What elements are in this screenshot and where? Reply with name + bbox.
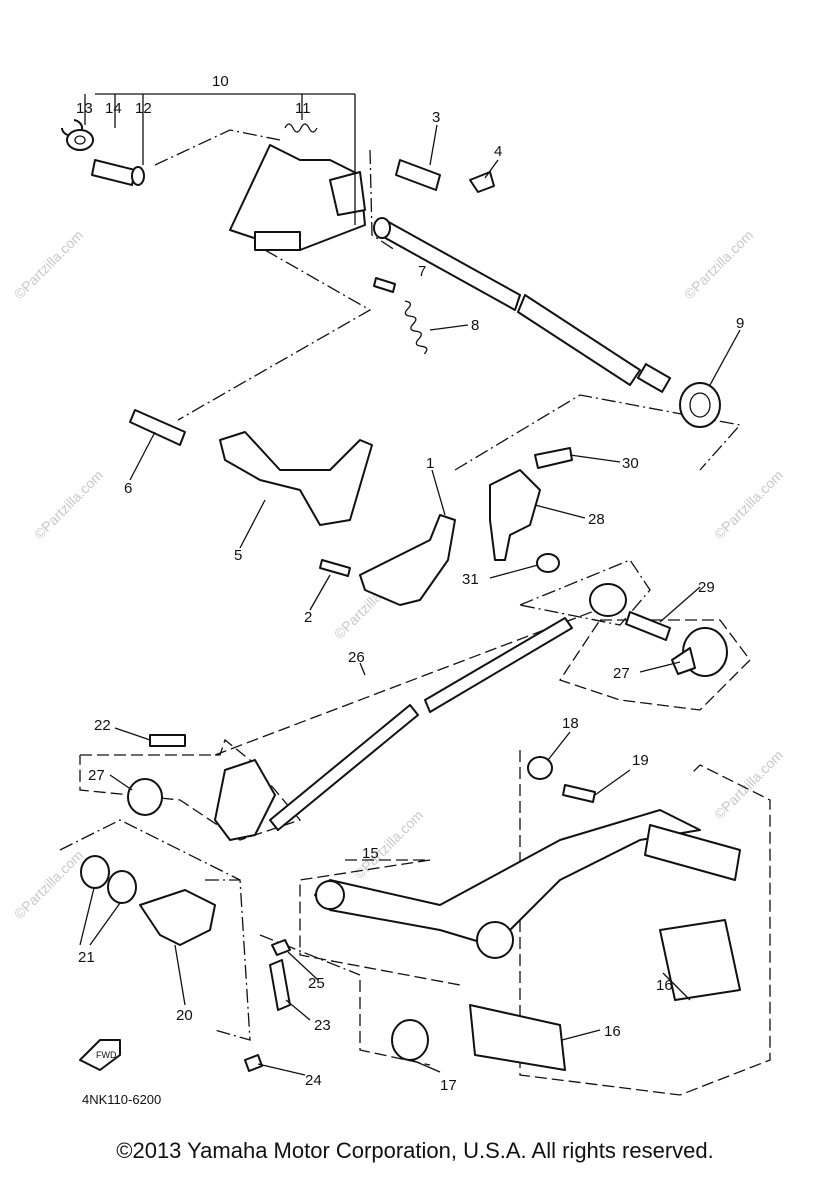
callout-15: 15 [362,845,379,862]
callout-22: 22 [94,717,111,734]
joint-27-left [127,778,163,816]
callout-23: 23 [314,1017,331,1034]
callout-3: 3 [432,109,440,126]
callout-2: 2 [304,609,312,626]
callout-16-left: 16 [604,1023,621,1040]
watermark: ©Partzilla.com [711,747,786,822]
callout-9: 9 [736,315,744,332]
part-shapes [61,119,741,1072]
callout-11: 11 [295,100,311,117]
callout-21: 21 [78,949,95,966]
callout-7: 7 [418,263,426,280]
joint-17 [391,1019,429,1061]
washer-21b [107,870,137,904]
bolt-3 [395,159,441,191]
pedal-rubber-16a [469,1004,566,1071]
spring-8 [404,300,428,355]
callout-6: 6 [124,480,132,497]
bracket-5 [219,431,373,526]
fwd-label: FWD [96,1050,117,1060]
callout-4: 4 [494,143,502,160]
callout-16-right: 16 [656,977,673,994]
callout-31: 31 [462,571,479,588]
shift-shaft-9 [379,219,521,311]
shift-pedal-15 [314,809,701,946]
oil-seal-9 [679,382,721,428]
group-outlines [59,129,771,1096]
callout-18: 18 [562,715,579,732]
fwd-arrow-icon [79,1039,121,1071]
nut-25 [271,939,291,956]
callout-5: 5 [234,547,242,564]
leader-lines [79,93,741,1076]
bolt-6 [129,409,186,446]
pin-12 [91,159,136,186]
washer-4 [469,171,495,193]
callout-14: 14 [105,100,122,117]
bolt-19 [562,784,596,803]
watermark: ©Partzilla.com [31,467,106,542]
lever-28 [489,469,541,561]
callout-29: 29 [698,579,715,596]
lever-lower [214,759,276,841]
pedal-rubber-16b [659,919,741,1001]
watermark: ©Partzilla.com [711,467,786,542]
screw-7 [373,277,396,293]
spring-11 [284,123,318,133]
callout-27-left: 27 [88,767,105,784]
callout-12: 12 [135,100,152,117]
bolt-29 [625,611,671,641]
callout-20: 20 [176,1007,193,1024]
callout-1: 1 [426,455,434,472]
parts-diagram: ©Partzilla.com ©Partzilla.com ©Partzilla… [11,73,786,1107]
bolt-23 [269,959,291,1011]
callout-13: 13 [76,100,93,117]
callout-26: 26 [348,649,365,666]
shift-rod-26 [269,704,419,831]
callout-28: 28 [588,511,605,528]
shaft-20 [139,889,216,946]
washer-21a [80,855,110,889]
callout-17: 17 [440,1077,457,1094]
callout-19: 19 [632,752,649,769]
nut-24 [244,1054,263,1072]
callout-27-right: 27 [613,665,630,682]
callout-8: 8 [471,317,479,334]
callout-24: 24 [305,1072,322,1089]
washer-18 [527,756,553,780]
callout-10: 10 [212,73,229,90]
diagram-code: 4NK110-6200 [82,1092,161,1107]
watermark: ©Partzilla.com [11,847,86,922]
copyright-footer: ©2013 Yamaha Motor Corporation, U.S.A. A… [116,1138,714,1163]
washer-14 [66,129,94,151]
callout-25: 25 [308,975,325,992]
washer-31 [536,553,560,573]
bolt-30 [534,447,573,469]
watermark: ©Partzilla.com [681,227,756,302]
screw-2 [319,559,351,577]
watermark: ©Partzilla.com [11,227,86,302]
bolt-22 [149,734,186,747]
callouts: 10 13 14 12 11 3 4 7 8 9 6 5 1 30 28 2 3… [76,73,744,1107]
callout-30: 30 [622,455,639,472]
bracket-1 [359,514,456,606]
